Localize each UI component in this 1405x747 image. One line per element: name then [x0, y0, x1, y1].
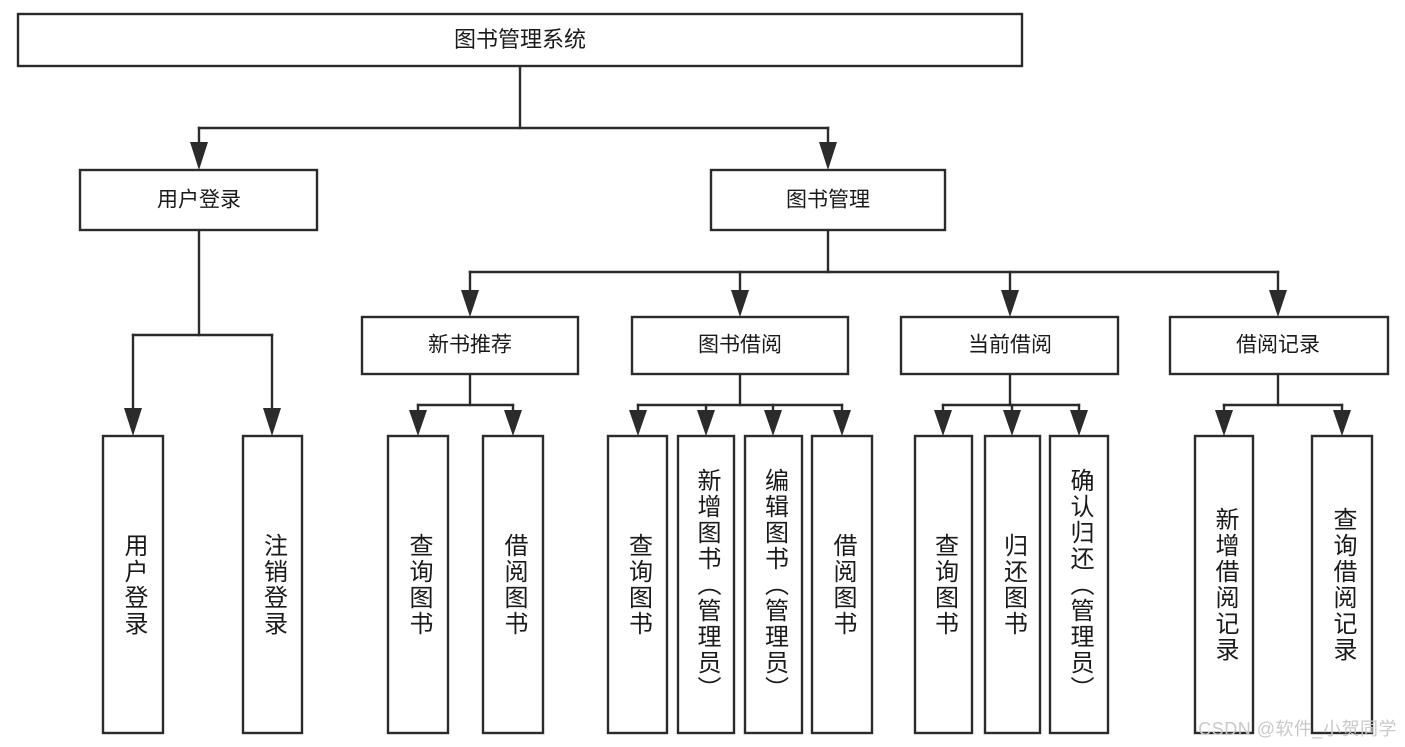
arrow-head-leaf-edit-book-admin	[764, 410, 782, 436]
node-leaf-query-book-recommend-box[interactable]	[386, 434, 450, 735]
connector-group-root-to-level2	[190, 64, 837, 170]
node-root-box[interactable]	[16, 12, 1024, 68]
node-root[interactable]: 图书管理系统	[16, 12, 1024, 68]
connector-group-current-borrow-to-leaves	[934, 372, 1088, 436]
node-leaf-query-book-current-box[interactable]	[913, 434, 974, 735]
node-book-borrow-label: 图书借阅	[698, 334, 782, 357]
connector-group-new-book-recommend-to-leaves	[409, 372, 522, 436]
arrow-head-leaf-return-book	[1003, 410, 1021, 436]
node-leaf-confirm-return-admin-box[interactable]	[1048, 434, 1110, 735]
node-book-manage-label: 图书管理	[786, 189, 870, 212]
arrow-head-leaf-query-book-recommend	[409, 410, 427, 436]
node-leaf-add-book-admin-box[interactable]	[676, 434, 736, 735]
arrow-head-leaf-borrow-book-recommend	[504, 410, 522, 436]
connector-group-borrow-record-to-leaves	[1215, 372, 1351, 436]
node-book-manage[interactable]: 图书管理	[709, 168, 947, 232]
arrow-head-user-login	[190, 142, 208, 170]
node-leaf-return-book-box[interactable]	[983, 434, 1042, 735]
arrow-head-leaf-user-logout	[263, 408, 281, 436]
arrow-head-leaf-borrow-book	[833, 410, 851, 436]
connector-group-book-manage-to-level3	[461, 228, 1287, 317]
node-user-login-label: 用户登录	[157, 189, 241, 212]
node-book-manage-box[interactable]	[709, 168, 947, 232]
arrow-head-leaf-add-borrow-record	[1215, 410, 1233, 436]
node-current-borrow-box[interactable]	[899, 315, 1120, 376]
node-user-login[interactable]: 用户登录	[78, 168, 319, 232]
node-root-label: 图书管理系统	[454, 27, 586, 52]
arrow-head-leaf-confirm-return-admin	[1070, 410, 1088, 436]
node-leaf-borrow-book-recommend-box[interactable]	[481, 434, 545, 735]
node-borrow-record-label: 借阅记录	[1236, 334, 1320, 357]
arrow-head-book-borrow	[731, 290, 749, 317]
arrow-head-leaf-add-book-admin	[697, 410, 715, 436]
node-new-book-recommend[interactable]: 新书推荐	[360, 315, 580, 376]
node-book-borrow-box[interactable]	[630, 315, 850, 376]
node-new-book-recommend-box[interactable]	[360, 315, 580, 376]
arrow-head-current-borrow	[1001, 290, 1019, 317]
node-leaf-borrow-book-box[interactable]	[810, 434, 874, 735]
connector-group-book-borrow-to-leaves	[629, 372, 851, 436]
node-borrow-record-box[interactable]	[1168, 315, 1390, 376]
node-leaf-user-logout-box[interactable]	[241, 434, 304, 735]
node-leaf-query-book-borrow-box[interactable]	[606, 434, 669, 735]
arrow-head-leaf-user-login	[124, 408, 142, 436]
watermark-text: CSDN @软件_小贺同学	[1198, 719, 1397, 739]
connector-group-user-login-to-leaves	[124, 228, 281, 436]
node-leaf-query-borrow-record-box[interactable]	[1310, 434, 1374, 735]
node-leaf-add-borrow-record-box[interactable]	[1193, 434, 1255, 735]
arrow-head-leaf-query-book-current	[934, 410, 952, 436]
leaf-boxes	[101, 434, 1374, 735]
node-new-book-recommend-label: 新书推荐	[428, 334, 512, 357]
arrow-head-borrow-record	[1269, 290, 1287, 317]
arrow-head-book-manage	[819, 142, 837, 170]
arrow-head-new-book-recommend	[461, 290, 479, 317]
arrow-head-leaf-query-borrow-record	[1333, 410, 1351, 436]
node-current-borrow-label: 当前借阅	[968, 334, 1052, 357]
node-leaf-edit-book-admin-box[interactable]	[743, 434, 804, 735]
node-leaf-user-login-box[interactable]	[101, 434, 165, 735]
node-book-borrow[interactable]: 图书借阅	[630, 315, 850, 376]
arrow-head-leaf-query-book-borrow	[629, 410, 647, 436]
node-borrow-record[interactable]: 借阅记录	[1168, 315, 1390, 376]
node-current-borrow[interactable]: 当前借阅	[899, 315, 1120, 376]
node-user-login-box[interactable]	[78, 168, 319, 232]
